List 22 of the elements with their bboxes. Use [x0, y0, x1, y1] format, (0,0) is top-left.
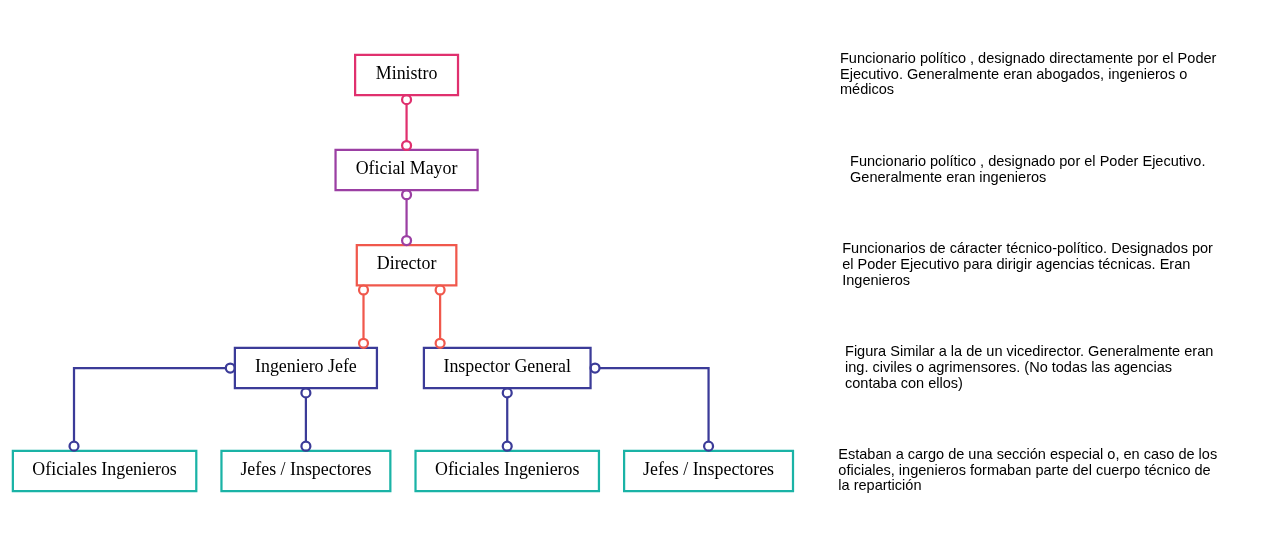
connector: [434, 283, 446, 349]
label: Estaban a cargo de una sección especial o, en caso de los oficiales, ingenieros formaban parte del cuerpo técnico de la repartición: [838, 445, 1218, 493]
label: Funcionario político , designado por el Poder Ejecutivo. Generalmente eran ingenieros: [850, 152, 1206, 185]
node-box: Inspector General: [422, 346, 592, 389]
label: Figura Similar a la de un vicedirector. Generalmente eran ing. civiles o agrimensores. (No todas las agencias contaba con ellos): [845, 342, 1214, 391]
node-box: Oficiales Ingenieros: [11, 449, 198, 492]
connector: [400, 188, 413, 246]
node-box: Ministro: [354, 53, 460, 96]
connector: [400, 93, 413, 151]
connector: [589, 362, 715, 452]
node-box: Oficiales Ingenieros: [414, 449, 601, 492]
node-box: Ingeniero Jefe: [233, 346, 379, 389]
label: Funcionario político , designado directamente por el Poder Ejecutivo. Generalmente eran abogados, ingenieros o médicos: [839, 49, 1217, 97]
node-box: Jefes / Inspectores: [220, 449, 392, 492]
connector: [300, 386, 312, 452]
connector: [68, 362, 236, 452]
node-box: Jefes / Inspectores: [623, 449, 795, 492]
node-box: Director: [355, 243, 458, 286]
label: Funcionarios de cáracter técnico-político. Designados por el Poder Ejecutivo para dirigir agencias técnicas. Eran Ingenieros: [842, 239, 1213, 288]
connector: [501, 386, 513, 452]
connector: [357, 283, 370, 349]
node-box: Oficial Mayor: [334, 148, 479, 191]
